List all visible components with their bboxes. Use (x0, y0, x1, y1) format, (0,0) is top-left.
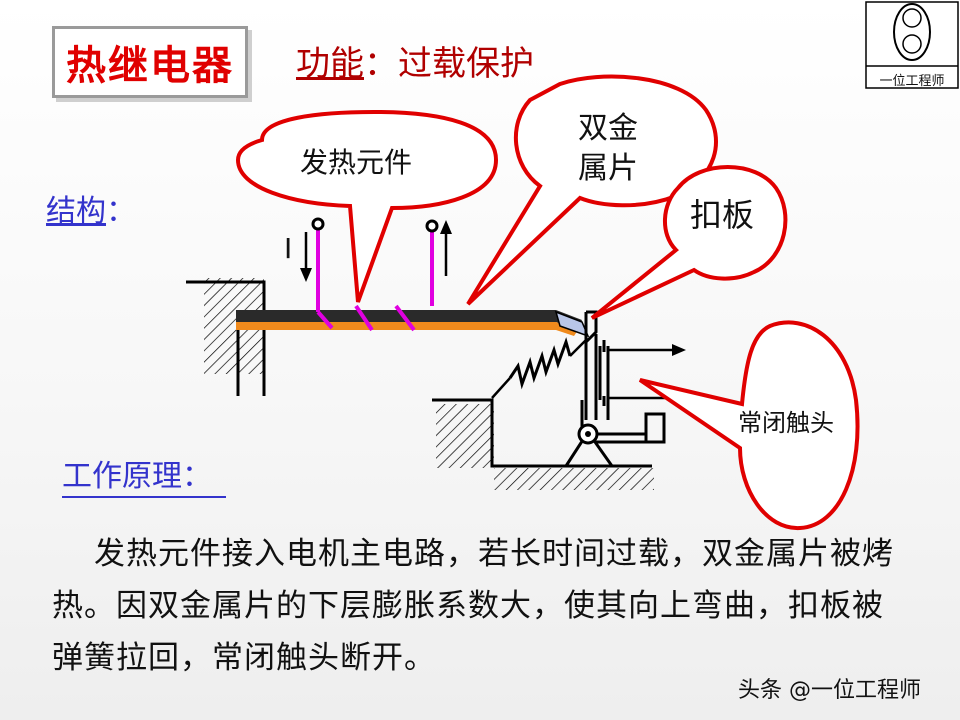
bimetal-label-line2: 属片 (578, 151, 638, 186)
reset-linkage (596, 412, 666, 444)
lever-label: 扣板 (690, 196, 755, 234)
bimetal-label-line1: 双金 (578, 111, 638, 146)
pivot (564, 423, 614, 467)
heating-wire (316, 228, 434, 332)
logo-caption: 一位工程师 (879, 74, 945, 89)
right-base-support (432, 398, 654, 490)
callout-heating-element (235, 109, 499, 303)
current-symbol: I (284, 232, 293, 265)
current-arrow-down (300, 232, 312, 282)
current-arrow-up (440, 220, 452, 276)
structure-label-colon: ： (106, 194, 136, 229)
callout-lever (590, 165, 788, 320)
function-colon: ： (364, 44, 398, 84)
page-title: 热继电器 (66, 43, 234, 89)
function-value: 过载保护 (398, 44, 534, 84)
nc-contact-label: 常闭触头 (738, 409, 834, 437)
heating-element-label: 发热元件 (300, 146, 413, 179)
principle-label: 工作原理： (62, 458, 226, 498)
watermark: 头条 @一位工程师 (738, 678, 921, 703)
callout-nc-contact (638, 320, 860, 531)
logo-mark (865, 1, 959, 89)
principle-paragraph: 发热元件接入电机主电路，若长时间过载，双金属片被烤热。因双金属片的下层膨胀系数大… (52, 536, 894, 676)
spring (491, 337, 587, 399)
structure-label-text: 结构 (46, 194, 106, 229)
title-box: 热继电器 (52, 26, 248, 98)
function-label: 功能 (296, 44, 364, 84)
bimetal-strip (236, 310, 590, 338)
terminal-circles (311, 217, 439, 233)
function-line: 功能：过载保护 (296, 36, 534, 85)
lever-plate (580, 310, 610, 430)
left-wall-support (186, 278, 266, 396)
structure-label: 结构： (46, 186, 136, 230)
